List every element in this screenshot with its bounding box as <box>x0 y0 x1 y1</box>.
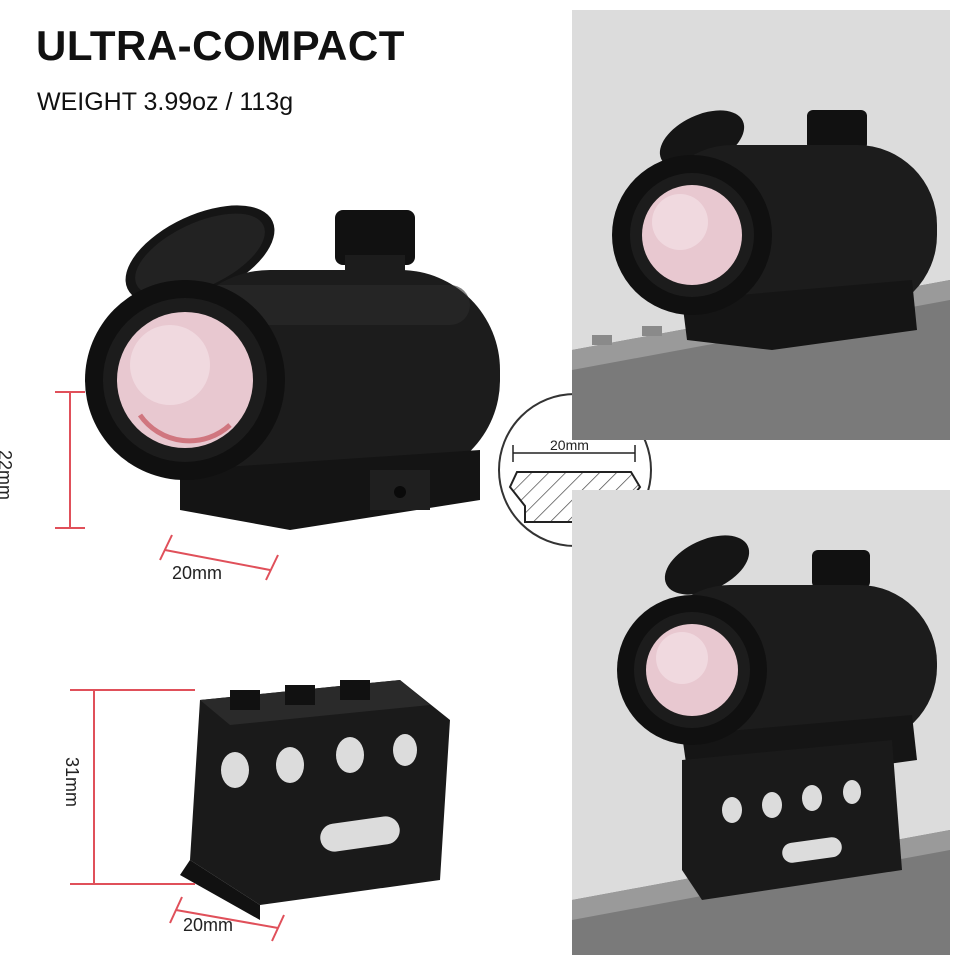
height-dimension-line <box>55 391 85 529</box>
riser-width-dimension-line <box>169 896 285 942</box>
riser-mount-image <box>180 680 450 920</box>
riser-width-label: 20mm <box>183 915 234 935</box>
sight-on-rail-photo <box>572 10 950 440</box>
sight-on-rail-illustration <box>572 110 950 440</box>
sight-on-riser-illustration <box>572 535 950 955</box>
red-dot-sight-image <box>85 205 500 530</box>
scope-height-label: 22mm <box>0 450 15 501</box>
riser-height-dimension-line <box>70 689 195 885</box>
page-title: ULTRA-COMPACT <box>36 22 405 69</box>
scope-width-label: 20mm <box>172 563 223 583</box>
rail-width-label: 20mm <box>550 437 589 453</box>
sight-on-riser-photo <box>572 490 950 955</box>
weight-spec: WEIGHT 3.99oz / 113g <box>37 88 294 116</box>
riser-height-label: 31mm <box>62 757 82 808</box>
scope-width-dimension-line <box>159 534 279 581</box>
